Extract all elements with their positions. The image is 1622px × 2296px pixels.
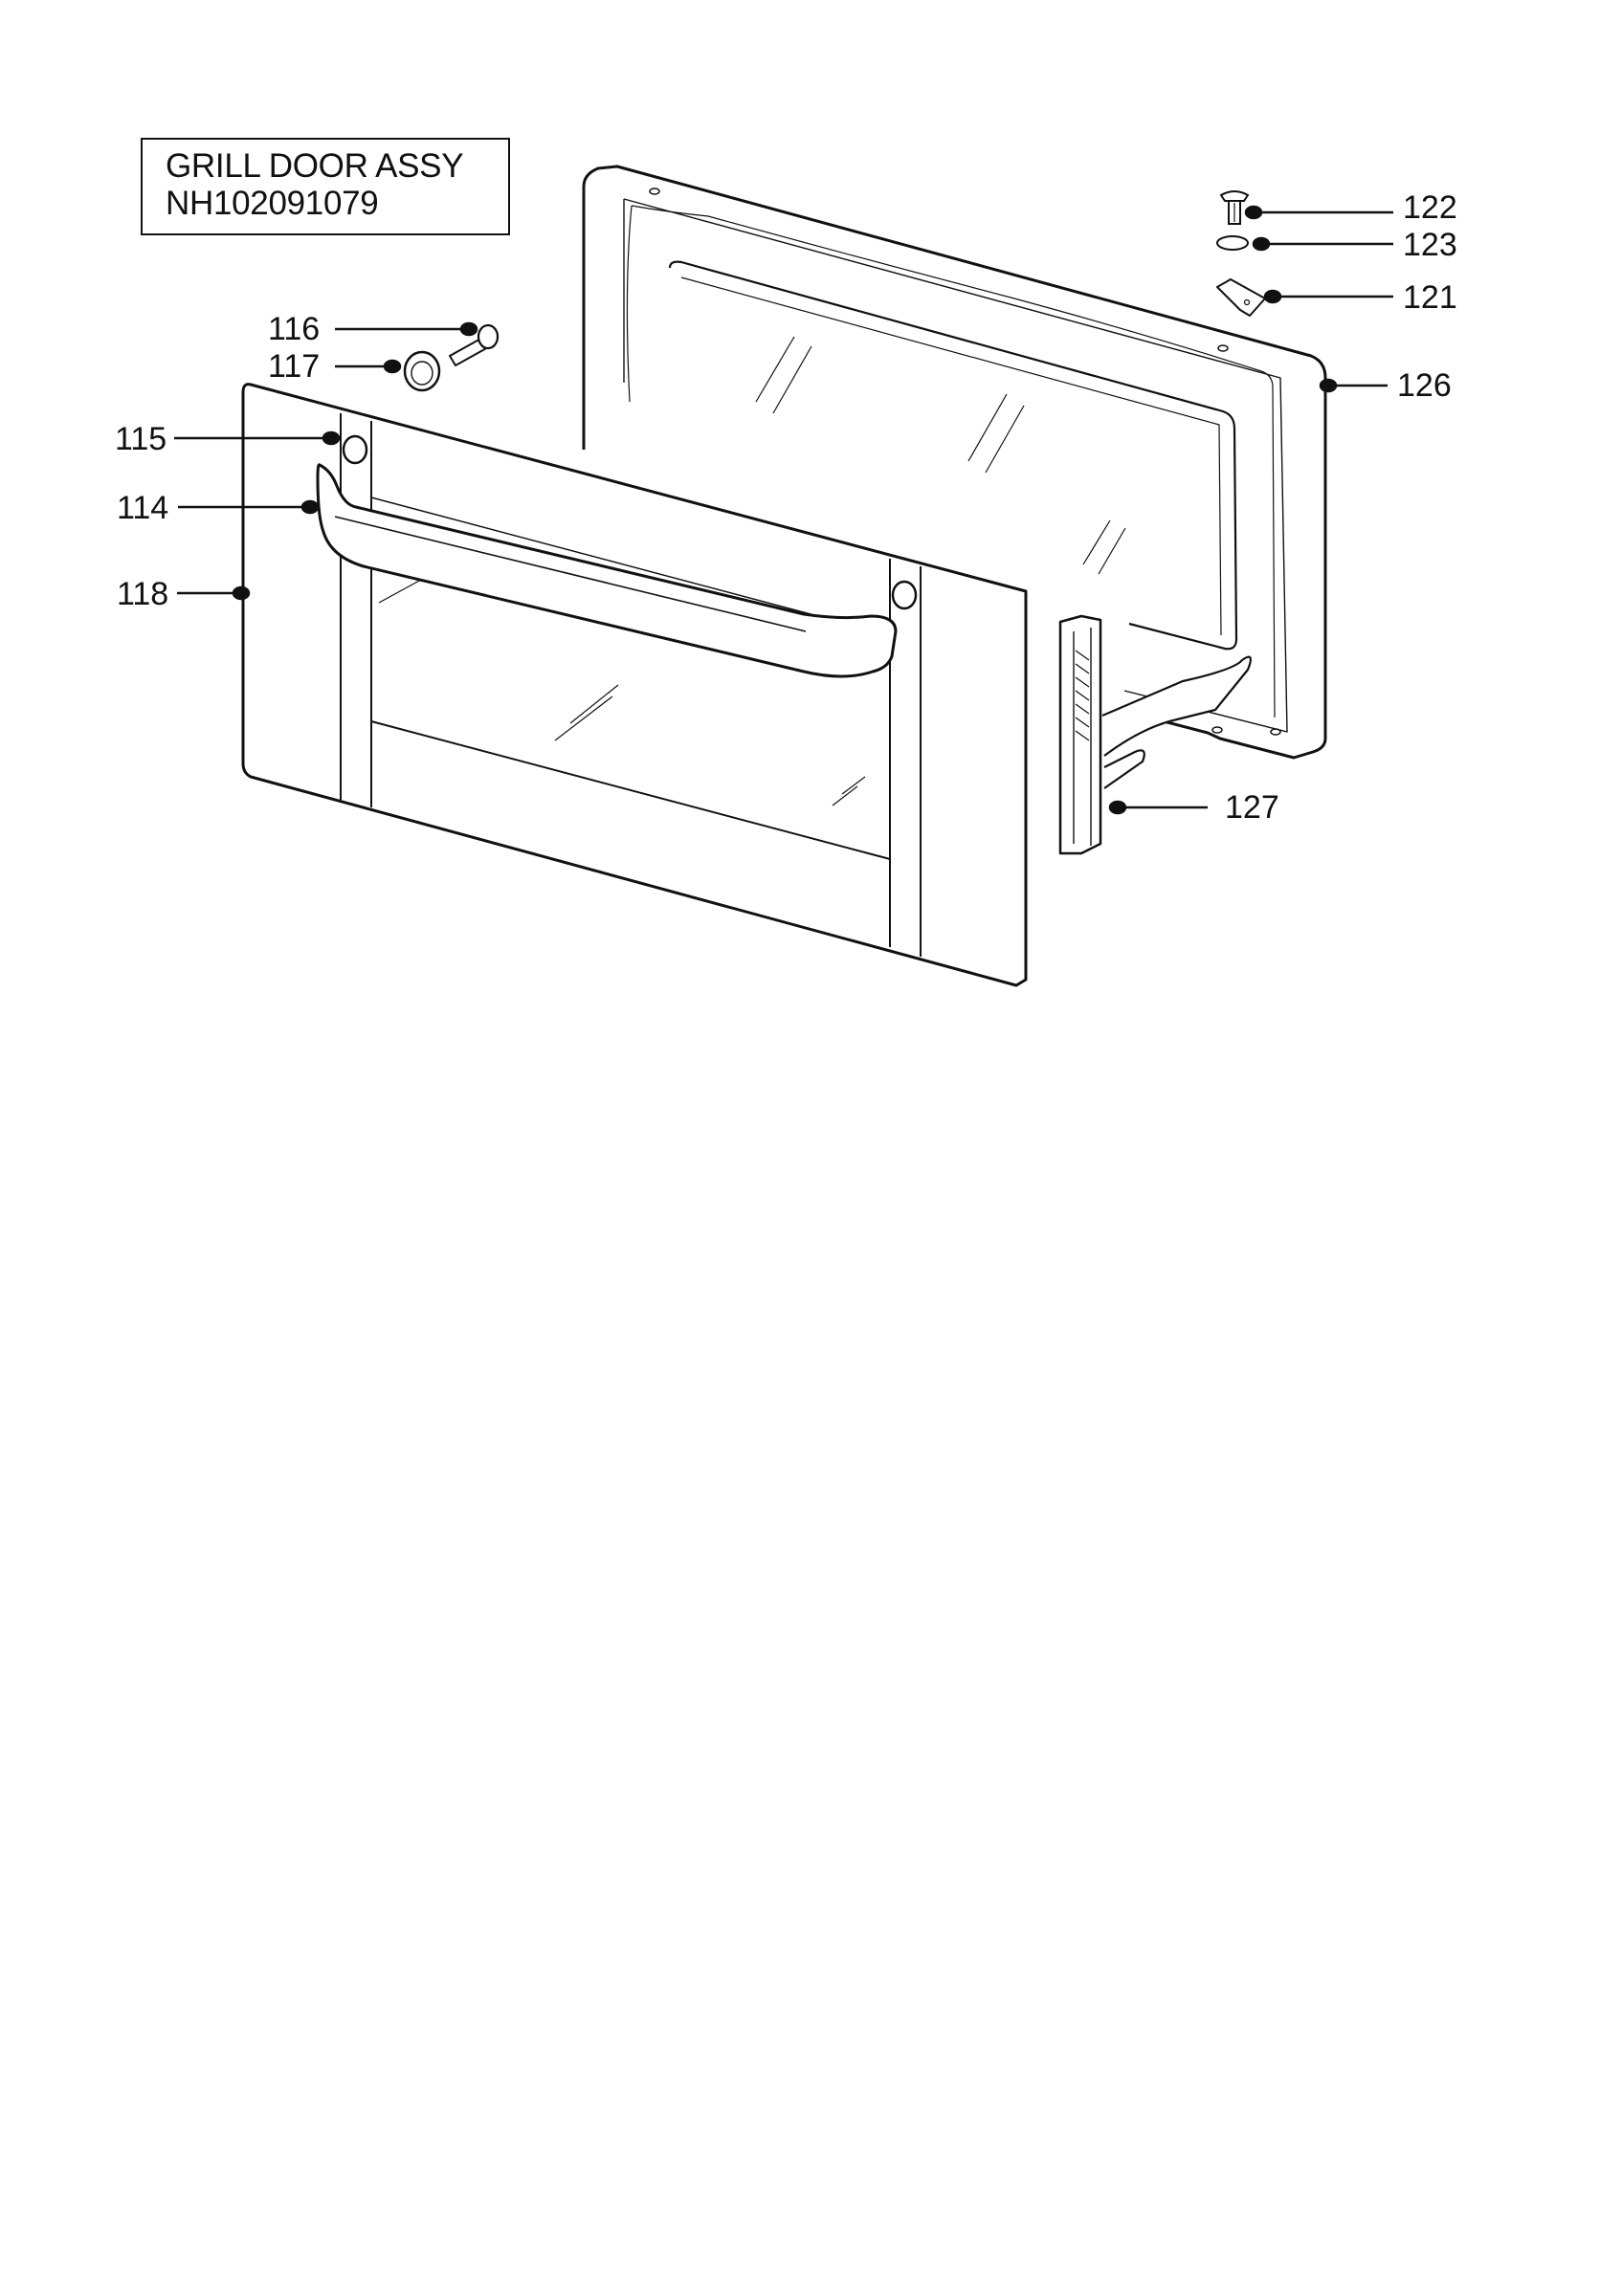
rivet-part (1219, 190, 1250, 225)
callout-121: 121 (1403, 279, 1457, 316)
leader-lines (174, 205, 1393, 815)
callout-117: 117 (268, 348, 320, 385)
outer-door-panel (241, 383, 1028, 987)
washer-part (403, 350, 441, 392)
assembly-title: GRILL DOOR ASSY (166, 147, 464, 185)
callout-122: 122 (1403, 189, 1457, 226)
assembly-title-box: GRILL DOOR ASSY NH102091079 (141, 138, 510, 235)
callout-127: 127 (1225, 789, 1279, 826)
assembly-part-number: NH102091079 (166, 185, 379, 222)
inner-door-panel (582, 165, 1327, 760)
callout-126: 126 (1397, 367, 1452, 404)
callout-116: 116 (268, 311, 320, 347)
bracket-clip-part (1216, 278, 1266, 317)
callout-118: 118 (117, 576, 168, 612)
callout-114: 114 (117, 490, 168, 526)
door-handle (316, 463, 898, 678)
callout-115: 115 (115, 421, 167, 457)
screw-part (449, 323, 500, 366)
o-ring-part (1216, 235, 1249, 251)
hinge-part (1058, 614, 1253, 855)
callout-123: 123 (1403, 227, 1457, 263)
